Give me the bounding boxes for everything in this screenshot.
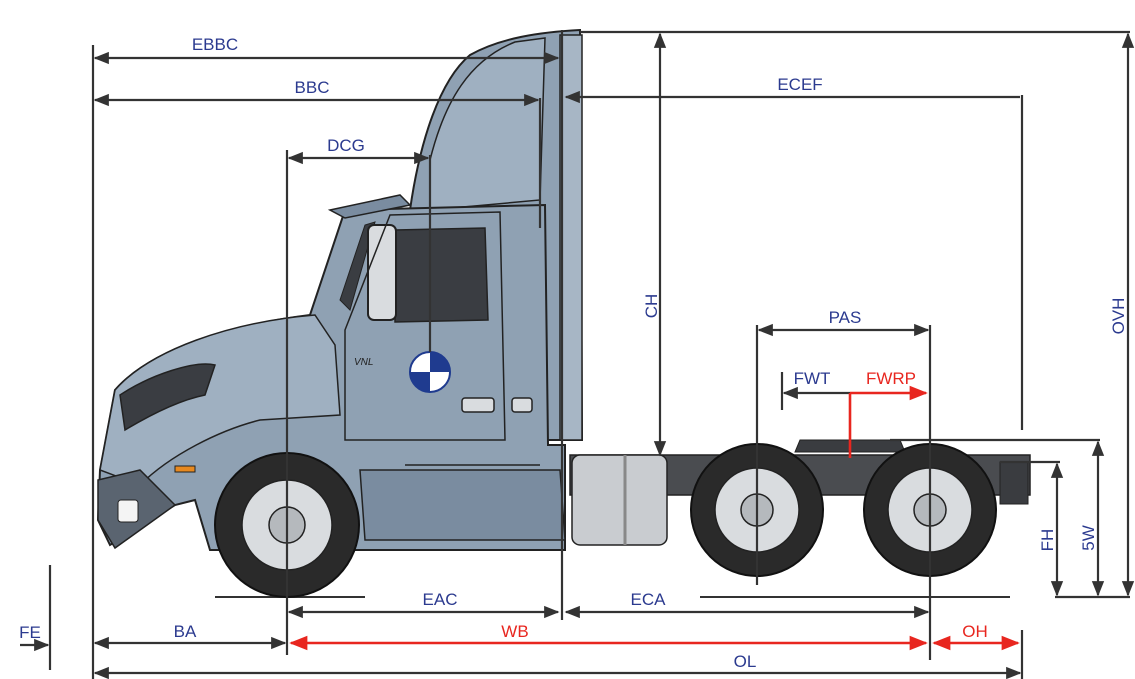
door-handle [461, 397, 495, 413]
highlighted-dimension-lines [289, 385, 1020, 651]
marker-light [174, 465, 196, 473]
side-skirt [359, 469, 566, 541]
label-pas: PAS [829, 308, 862, 327]
fuel-tank [571, 454, 668, 546]
center-of-gravity-icon [409, 351, 451, 393]
label-fwrp: FWRP [866, 369, 916, 388]
side-mirror [367, 224, 397, 321]
door-window [394, 227, 489, 323]
label-ebbc: EBBC [192, 35, 238, 54]
label-dcg: DCG [327, 136, 365, 155]
windshield [339, 221, 376, 311]
label-ecef: ECEF [777, 75, 822, 94]
label-5w: 5W [1079, 525, 1098, 551]
label-ol: OL [734, 652, 757, 671]
label-bbc: BBC [295, 78, 330, 97]
label-oh: OH [962, 622, 988, 641]
label-ba: BA [174, 622, 197, 641]
dimension-labels: EBBC BBC DCG ECEF PAS FWT EAC ECA BA OL … [19, 35, 1128, 671]
dimension-lines [20, 30, 1135, 679]
label-ch: CH [642, 294, 661, 319]
step-handle [511, 397, 533, 413]
label-fwt: FWT [794, 369, 831, 388]
roof-fairing [429, 37, 546, 211]
mud-flap [999, 461, 1029, 505]
label-eca: ECA [631, 590, 667, 609]
label-fe: FE [19, 623, 41, 642]
truck-illustration: VNL [96, 28, 1031, 598]
label-wb: WB [501, 622, 528, 641]
label-ovh: OVH [1109, 298, 1128, 335]
hood [99, 314, 341, 486]
fog-light [117, 499, 139, 523]
cab-door [344, 211, 506, 441]
side-extender [559, 34, 583, 441]
headlight [119, 363, 216, 432]
cab-badge: VNL [354, 357, 373, 368]
sun-visor [327, 194, 412, 219]
label-fh: FH [1038, 529, 1057, 552]
highlighted-labels: WB OH FWRP [501, 369, 987, 641]
label-eac: EAC [423, 590, 458, 609]
